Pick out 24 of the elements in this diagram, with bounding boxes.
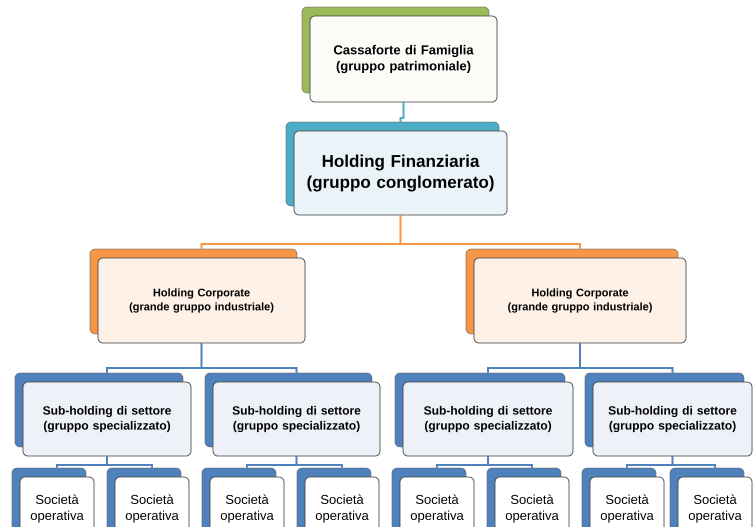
org-box: Società operativa: [12, 468, 94, 527]
connector-line: [400, 215, 581, 249]
connector-line: [200, 343, 298, 373]
org-box: Società operativa: [486, 468, 570, 527]
org-box: Società operativa: [106, 468, 190, 527]
org-box: Società operativa: [202, 468, 284, 527]
org-box: Sub-holding di settore (gruppo specializzato): [14, 372, 192, 456]
connector-line: [296, 456, 343, 468]
org-box: Cassaforte di Famiglia (gruppo patrimoniale): [302, 6, 498, 102]
org-box: Sub-holding di settore (gruppo specializzato): [204, 372, 380, 456]
org-box: Holding Corporate (grande gruppo industriale): [466, 248, 686, 344]
org-box: Sub-holding di settore (gruppo specializzato): [584, 372, 752, 456]
connector-line: [106, 456, 153, 468]
connector-line: [672, 456, 716, 468]
connector-line: [579, 343, 674, 373]
org-box: Società operativa: [392, 468, 474, 527]
org-box: Holding Finanziaria (gruppo conglomerato): [286, 122, 508, 216]
org-box: Sub-holding di settore (gruppo specializzato): [394, 372, 574, 456]
org-box: Società operativa: [296, 468, 380, 527]
org-box: Società operativa: [582, 468, 664, 527]
org-box: Società operativa: [670, 468, 752, 527]
connector-line: [487, 456, 533, 468]
org-box: Holding Corporate (grande gruppo industriale): [90, 248, 306, 344]
connector-line: [400, 102, 404, 122]
